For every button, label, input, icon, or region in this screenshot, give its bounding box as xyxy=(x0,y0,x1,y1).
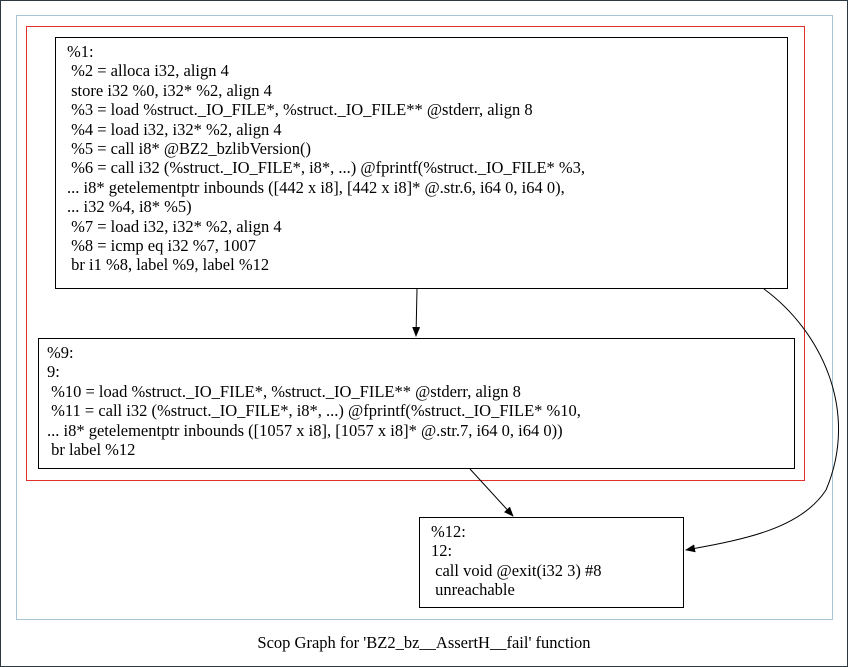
instruction-line: %11 = call i32 (%struct._IO_FILE*, i8*, … xyxy=(47,401,581,421)
basic-block-node-12: %12:12: call void @exit(i32 3) #8 unreac… xyxy=(419,517,684,608)
instruction-line: unreachable xyxy=(431,580,515,600)
instruction-line: br i1 %8, label %9, label %12 xyxy=(67,255,270,275)
instruction-line: ... i8* getelementptr inbounds ([442 x i… xyxy=(67,177,565,197)
basic-block-node-1: %1: %2 = alloca i32, align 4 store i32 %… xyxy=(55,37,788,289)
instruction-line: call void @exit(i32 3) #8 xyxy=(431,560,602,580)
scop-region-cluster xyxy=(26,26,805,481)
instruction-line: 9: xyxy=(47,362,60,382)
instruction-line: %5 = call i8* @BZ2_bzlibVersion() xyxy=(67,139,311,159)
instruction-line: %2 = alloca i32, align 4 xyxy=(67,61,229,81)
instruction-line: %8 = icmp eq i32 %7, 1007 xyxy=(67,236,256,256)
instruction-line: ... i8* getelementptr inbounds ([1057 x … xyxy=(47,420,563,440)
graph-caption: Scop Graph for 'BZ2_bz__AssertH__fail' f… xyxy=(257,633,591,652)
instruction-line: %1: xyxy=(67,42,94,61)
instruction-line: %10 = load %struct._IO_FILE*, %struct._I… xyxy=(47,381,521,401)
basic-block-node-9: %9:9: %10 = load %struct._IO_FILE*, %str… xyxy=(38,338,795,469)
instruction-line: br label %12 xyxy=(47,440,136,460)
instruction-line: %3 = load %struct._IO_FILE*, %struct._IO… xyxy=(67,100,533,120)
instruction-line: %9: xyxy=(47,343,74,362)
instruction-line: ... i32 %4, i8* %5) xyxy=(67,197,192,217)
instruction-line: %4 = load i32, i32* %2, align 4 xyxy=(67,119,282,139)
instruction-line: %12: xyxy=(431,522,466,541)
instruction-line: %7 = load i32, i32* %2, align 4 xyxy=(67,216,282,236)
instruction-line: %6 = call i32 (%struct._IO_FILE*, i8*, .… xyxy=(67,158,586,178)
instruction-line: 12: xyxy=(431,541,453,561)
instruction-line: store i32 %0, i32* %2, align 4 xyxy=(67,80,272,100)
